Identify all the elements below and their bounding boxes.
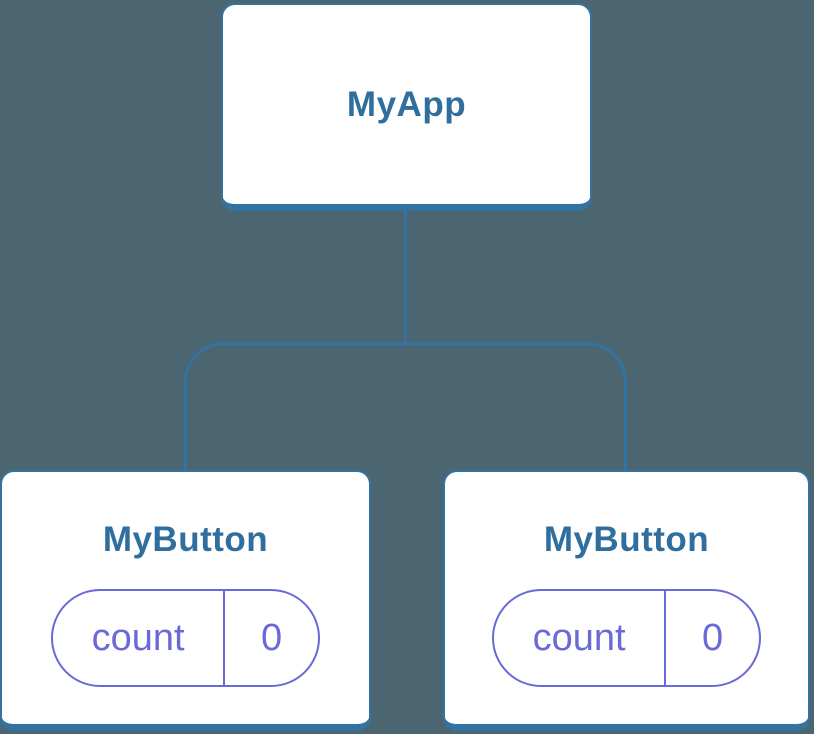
branch-connector [184,342,627,470]
state-name-cell-2: count [494,591,667,685]
child-node-label-1: MyButton [102,520,269,559]
state-value-2: 0 [702,616,724,659]
root-stem-connector [404,209,407,345]
state-value-cell-1: 0 [225,591,318,685]
state-pill-1: count 0 [51,589,320,687]
state-name-cell-1: count [53,591,226,685]
state-name-1: count [91,616,185,659]
state-pill-2: count 0 [492,589,761,687]
root-node-label: MyApp [346,84,467,124]
child-node-label-2: MyButton [543,520,710,559]
state-name-2: count [532,616,626,659]
state-value-cell-2: 0 [666,591,759,685]
child-node-card-2: MyButton count 0 [443,470,810,731]
state-value-1: 0 [261,616,283,659]
root-node-card: MyApp [221,3,592,211]
child-node-card-1: MyButton count 0 [0,470,371,731]
